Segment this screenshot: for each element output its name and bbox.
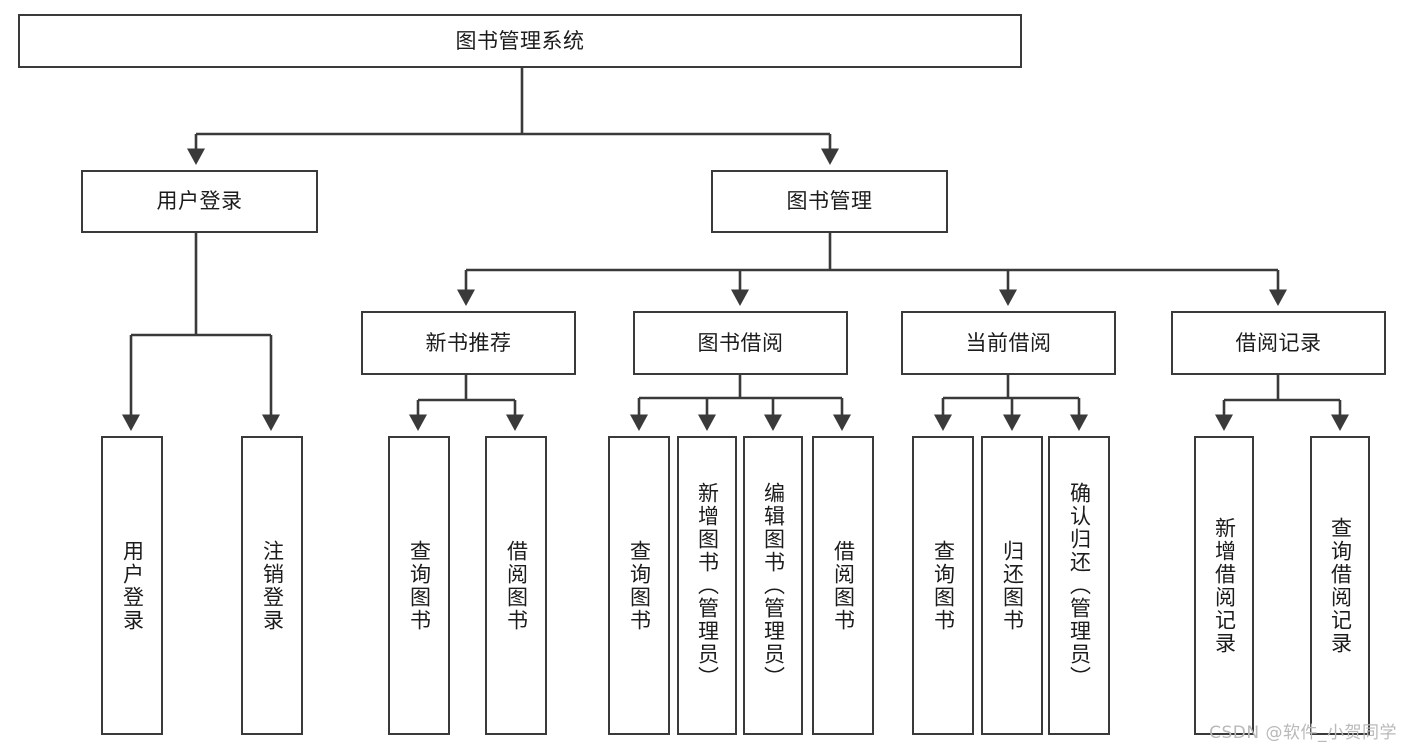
node-label: 查询图书 bbox=[407, 539, 432, 632]
csdn-watermark: CSDN @软件_小贺同学 bbox=[1209, 723, 1397, 743]
node-current-borrow[interactable]: 当前借阅 bbox=[901, 311, 1116, 375]
node-label: 借阅图书 bbox=[831, 539, 856, 632]
node-label: 查询图书 bbox=[931, 539, 956, 632]
node-label: 图书借阅 bbox=[697, 330, 784, 355]
leaf-query-book-recommend[interactable]: 查询图书 bbox=[388, 436, 450, 735]
node-label: 用户登录 bbox=[120, 539, 145, 632]
node-label: 用户登录 bbox=[156, 189, 243, 214]
node-label: 借阅图书 bbox=[504, 539, 529, 632]
node-root-system[interactable]: 图书管理系统 bbox=[18, 14, 1022, 68]
node-book-borrow[interactable]: 图书借阅 bbox=[633, 311, 848, 375]
leaf-borrow-book-recommend[interactable]: 借阅图书 bbox=[485, 436, 547, 735]
node-label: 图书管理系统 bbox=[455, 28, 585, 53]
node-book-manage[interactable]: 图书管理 bbox=[711, 170, 948, 233]
leaf-logout-login[interactable]: 注销登录 bbox=[241, 436, 303, 735]
leaf-confirm-return[interactable]: 确认归还（管理员） bbox=[1048, 436, 1110, 735]
node-label: 归还图书 bbox=[1000, 539, 1025, 632]
leaf-borrow-book-borrow[interactable]: 借阅图书 bbox=[812, 436, 874, 735]
node-label: 图书管理 bbox=[786, 189, 873, 214]
node-label: 查询借阅记录 bbox=[1328, 516, 1353, 655]
node-new-book-recommend[interactable]: 新书推荐 bbox=[361, 311, 576, 375]
leaf-user-login[interactable]: 用户登录 bbox=[101, 436, 163, 735]
leaf-return-book[interactable]: 归还图书 bbox=[981, 436, 1043, 735]
leaf-add-book[interactable]: 新增图书（管理员） bbox=[677, 436, 737, 735]
leaf-add-borrow-record[interactable]: 新增借阅记录 bbox=[1194, 436, 1254, 735]
node-label: 新增图书（管理员） bbox=[695, 482, 720, 689]
leaf-edit-book[interactable]: 编辑图书（管理员） bbox=[743, 436, 803, 735]
node-label: 注销登录 bbox=[260, 539, 285, 632]
leaf-query-book-current[interactable]: 查询图书 bbox=[912, 436, 974, 735]
node-label: 新书推荐 bbox=[425, 330, 512, 355]
node-label: 借阅记录 bbox=[1235, 330, 1322, 355]
node-user-login[interactable]: 用户登录 bbox=[81, 170, 318, 233]
leaf-query-borrow-record[interactable]: 查询借阅记录 bbox=[1310, 436, 1370, 735]
node-label: 查询图书 bbox=[627, 539, 652, 632]
leaf-query-book-borrow[interactable]: 查询图书 bbox=[608, 436, 670, 735]
node-label: 确认归还（管理员） bbox=[1067, 482, 1092, 689]
node-borrow-record[interactable]: 借阅记录 bbox=[1171, 311, 1386, 375]
node-label: 新增借阅记录 bbox=[1212, 516, 1237, 655]
node-label: 当前借阅 bbox=[965, 330, 1052, 355]
node-label: 编辑图书（管理员） bbox=[761, 482, 786, 689]
